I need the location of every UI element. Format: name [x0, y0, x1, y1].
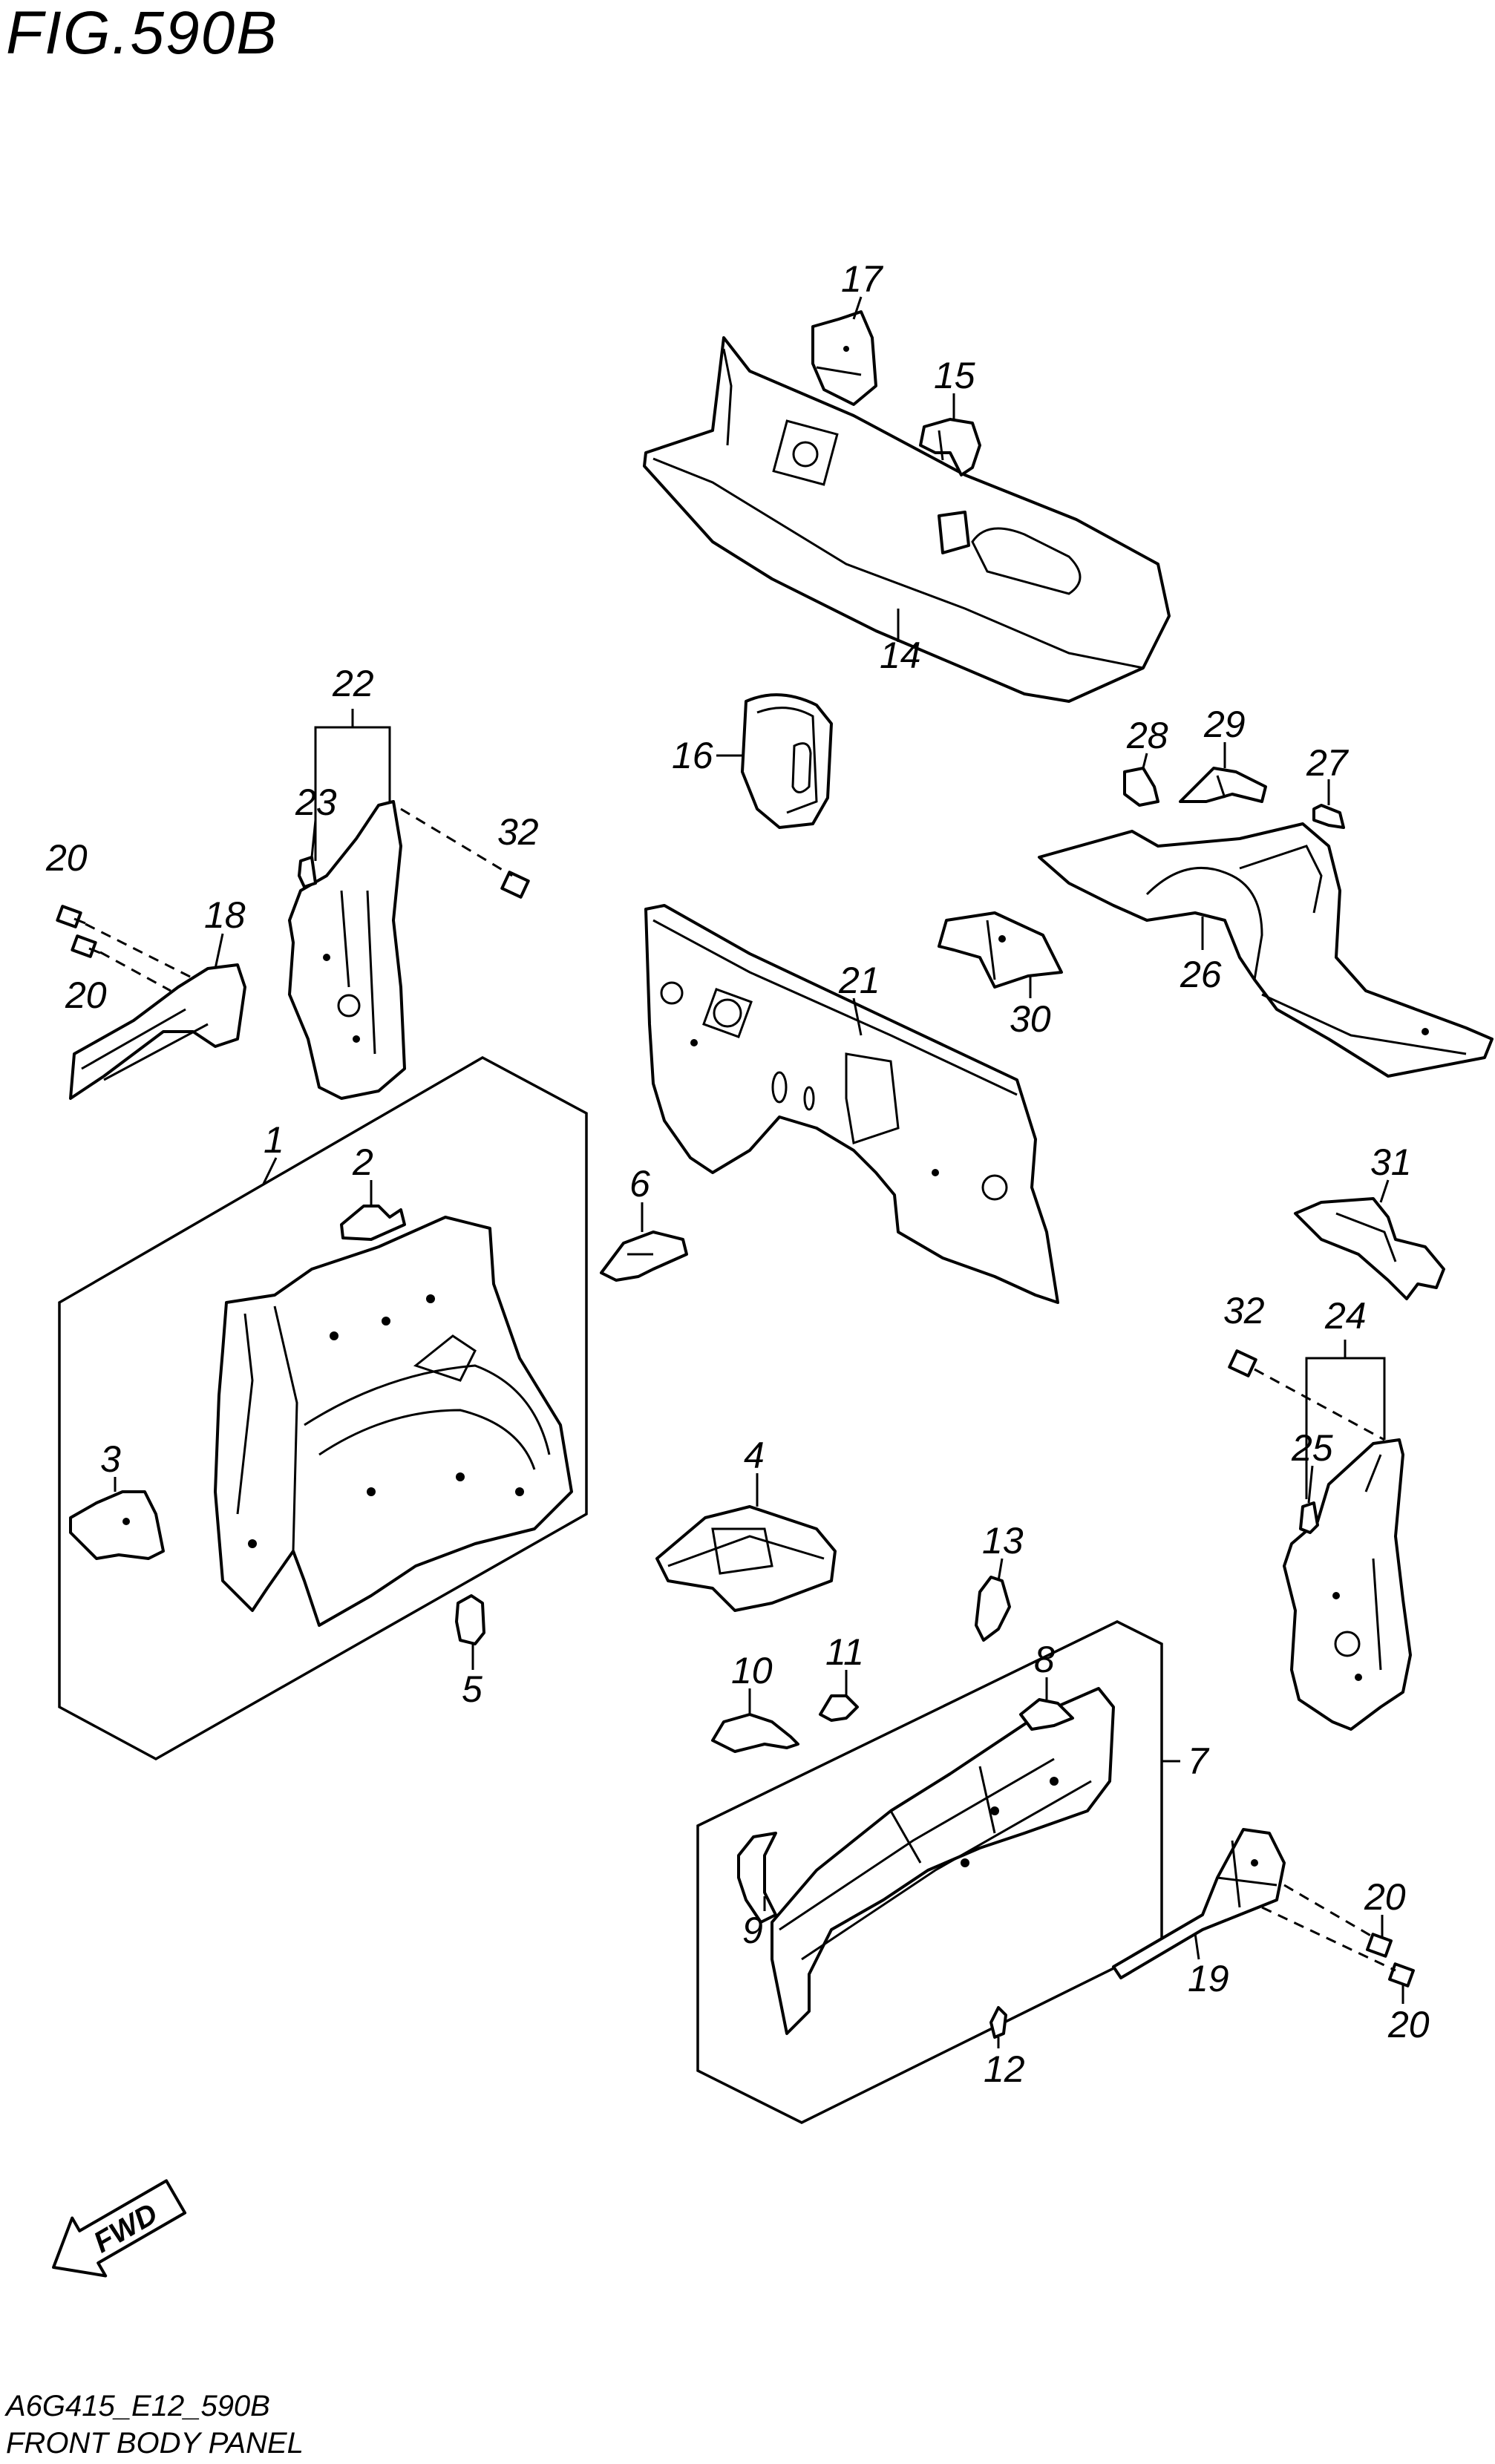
bolt-32-right: [1228, 1349, 1257, 1377]
diagram-code: A6G415_E12_590B: [4, 2390, 270, 2422]
callout-8: 8: [1034, 1639, 1055, 1680]
part-17-bracket: [811, 310, 877, 406]
callout-21: 21: [838, 960, 880, 1001]
bolt-20-bottom-a: [1366, 1933, 1393, 1958]
callout-32-left: 32: [497, 811, 539, 853]
callout-32-right: 32: [1223, 1290, 1265, 1331]
fwd-arrow: FWD: [52, 2179, 187, 2278]
callout-5: 5: [462, 1668, 482, 1710]
callout-7: 7: [1188, 1740, 1210, 1782]
callout-28: 28: [1126, 715, 1168, 756]
part-3-bracket: [69, 1490, 165, 1560]
callout-26: 26: [1180, 954, 1222, 995]
callout-29: 29: [1203, 704, 1246, 745]
callout-17: 17: [841, 258, 884, 300]
callout-20-bottom-a: 20: [1364, 1876, 1406, 1918]
callout-4: 4: [744, 1435, 765, 1476]
callout-11: 11: [825, 1631, 864, 1673]
part-4-tray: [655, 1505, 837, 1612]
bolt-20-bottom-b: [1388, 1962, 1415, 1988]
callout-6: 6: [629, 1163, 650, 1205]
callout-25: 25: [1291, 1427, 1333, 1469]
part-11-bracket: [819, 1694, 859, 1722]
callout-12: 12: [984, 2048, 1025, 2090]
callout-16: 16: [672, 735, 713, 776]
part-8-bracket: [1019, 1698, 1074, 1731]
part-13-bracket: [975, 1576, 1011, 1642]
part-5-bracket: [455, 1594, 485, 1645]
callouts: 1 2 3 4 5 6 7 8 9 10 11 12 13 14 15 16 1…: [45, 258, 1430, 2090]
part-15-bracket: [919, 418, 981, 476]
part-28-bracket: [1123, 767, 1159, 807]
callout-1: 1: [264, 1119, 284, 1161]
bolt-20-top-b: [71, 934, 101, 958]
part-26-floor-panel: [1038, 822, 1494, 1078]
leader-lines: [85, 296, 1404, 2048]
callout-23: 23: [295, 782, 337, 823]
callout-30: 30: [1010, 998, 1051, 1040]
callout-20-top-b: 20: [65, 974, 107, 1016]
callout-24: 24: [1324, 1295, 1367, 1337]
part-16-plate: [741, 693, 833, 829]
part-18-bracket: [69, 963, 246, 1100]
figure-title: FIG.590B: [6, 0, 278, 67]
callout-20-top-a: 20: [45, 837, 88, 879]
callout-9: 9: [742, 1910, 763, 1951]
part-12-bracket: [989, 2006, 1007, 2039]
callout-15: 15: [934, 355, 975, 396]
part-21-dash-panel: [644, 904, 1059, 1304]
part-23-bracket: [298, 856, 317, 888]
callout-31: 31: [1370, 1141, 1412, 1183]
part-9-bracket: [737, 1832, 777, 1924]
part-2-bracket: [340, 1205, 406, 1241]
part-24-right-pillar: [1283, 1438, 1412, 1731]
callout-19: 19: [1188, 1958, 1229, 1999]
callout-3: 3: [100, 1438, 121, 1480]
part-7-side-member: [771, 1687, 1115, 2035]
part-14-cowl-panel: [643, 336, 1171, 703]
callout-14: 14: [880, 635, 921, 676]
bolt-32-left: [500, 871, 530, 899]
callout-2: 2: [352, 1141, 373, 1183]
diagram-name: FRONT BODY PANEL: [6, 2427, 304, 2460]
callout-18: 18: [204, 894, 246, 936]
callout-20-bottom-b: 20: [1387, 2004, 1430, 2045]
part-1-front-apron: [214, 1216, 573, 1627]
part-31-bracket: [1294, 1197, 1445, 1300]
part-30-bracket: [938, 911, 1063, 989]
part-10-bracket: [711, 1713, 799, 1753]
part-27-bracket: [1312, 804, 1345, 829]
callout-10: 10: [731, 1650, 773, 1691]
group-box-1: [58, 1055, 588, 1761]
callout-22: 22: [332, 663, 374, 704]
callout-13: 13: [982, 1520, 1024, 1562]
part-25-bracket: [1299, 1501, 1319, 1534]
part-6-bracket: [600, 1231, 688, 1282]
bolt-20-top-a: [56, 905, 86, 928]
callout-27: 27: [1306, 742, 1350, 784]
part-19-bracket: [1112, 1828, 1286, 1979]
part-22-left-pillar: [288, 800, 406, 1100]
part-29-bracket: [1179, 767, 1267, 803]
